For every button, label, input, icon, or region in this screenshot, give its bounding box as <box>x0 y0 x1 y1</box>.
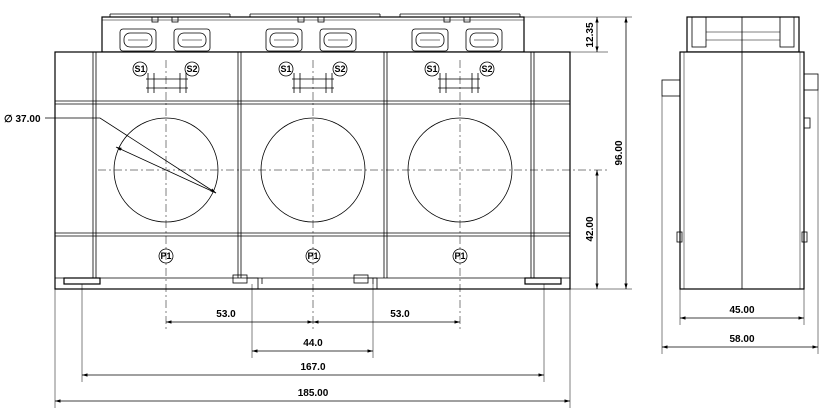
p1-label-2: P1 <box>307 251 318 261</box>
terminal-screws <box>119 28 503 52</box>
diameter-dimension: ∅ 37.00 <box>4 114 41 125</box>
front-dimensions <box>54 16 632 408</box>
p1-label-1: P1 <box>160 251 171 261</box>
pitch-middle-dimension: 44.0 <box>303 338 323 349</box>
side-inner-depth-dimension: 45.00 <box>729 305 754 316</box>
pitch-left-dimension: 53.0 <box>216 309 236 320</box>
center-height-dimension: 42.00 <box>585 216 596 241</box>
s2-label-2: S2 <box>334 64 345 74</box>
side-total-depth-dimension: 58.00 <box>729 334 754 345</box>
terminal-labels <box>132 61 495 264</box>
s1-label-3: S1 <box>426 64 437 74</box>
housing <box>54 51 571 290</box>
side-view <box>661 16 819 354</box>
p1-label-3: P1 <box>454 251 465 261</box>
total-width-dimension: 185.00 <box>298 388 329 399</box>
mount-span-dimension: 167.0 <box>300 362 325 373</box>
s1-label-1: S1 <box>134 64 145 74</box>
front-view: S1 S2 S1 S2 S1 S2 P1 P1 P1 <box>45 13 610 330</box>
s2-label-3: S2 <box>481 64 492 74</box>
total-height-dimension: 96.00 <box>614 140 625 165</box>
bus-links <box>146 73 480 93</box>
s1-label-2: S1 <box>280 64 291 74</box>
terminal-height-dimension: 12.35 <box>585 22 596 47</box>
pitch-right-dimension: 53.0 <box>390 309 410 320</box>
terminal-strip <box>101 16 525 53</box>
s2-label-1: S2 <box>186 64 197 74</box>
